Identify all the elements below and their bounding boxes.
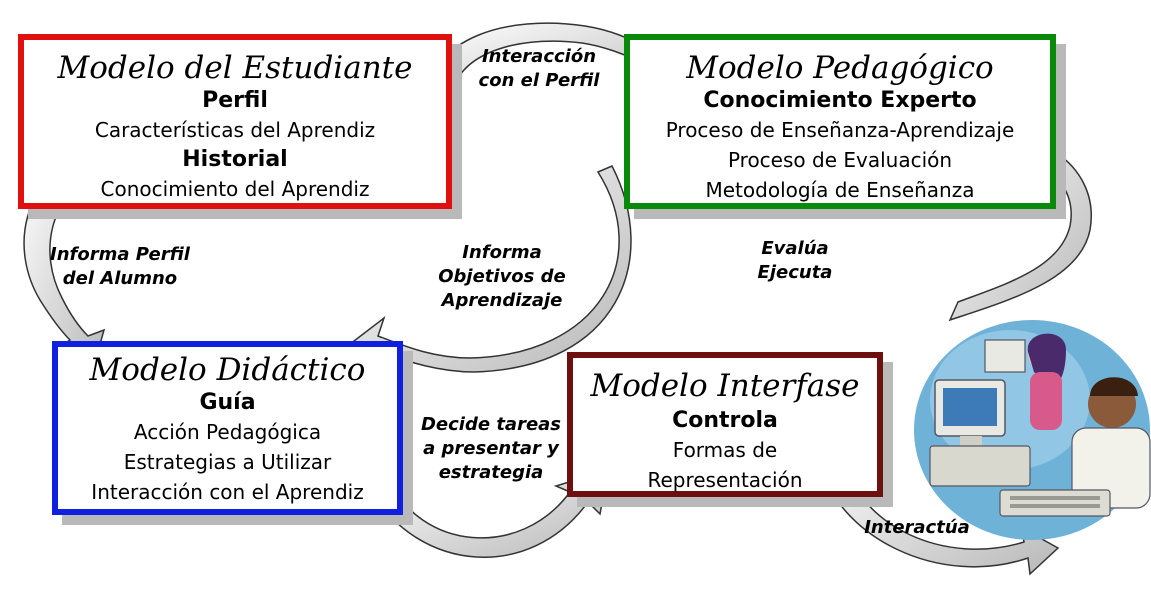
guia-heading: Guía bbox=[199, 390, 256, 415]
evaluacion-text: Proceso de Evaluación bbox=[727, 148, 953, 172]
modelo-pedagogico-title: Modelo Pedagógico bbox=[686, 50, 994, 86]
interactua-label-line: Interactúa bbox=[864, 517, 970, 538]
controla-heading: Controla bbox=[672, 408, 778, 433]
conocimiento-aprendiz-text: Conocimiento del Aprendiz bbox=[100, 177, 370, 201]
metodologia-text: Metodología de Enseñanza bbox=[705, 178, 975, 202]
interaccion-label-line: Interacción bbox=[481, 46, 597, 67]
informa-objetivos-label: Informa Objetivos de Aprendizaje bbox=[432, 241, 572, 313]
modelo-interfase-title: Modelo Interfase bbox=[590, 368, 860, 404]
caracteristicas-text: Características del Aprendiz bbox=[94, 118, 376, 142]
accion-pedagogica-text: Acción Pedagógica bbox=[133, 420, 322, 444]
modelo-didactico-box: Modelo Didáctico Guía Acción Pedagógica … bbox=[52, 341, 403, 515]
decide-label-line: estrategia bbox=[438, 462, 544, 483]
representacion-text: Representación bbox=[647, 468, 803, 492]
modelo-pedagogico-box: Modelo Pedagógico Conocimiento Experto P… bbox=[624, 34, 1056, 209]
interaccion-aprendiz-text: Interacción con el Aprendiz bbox=[91, 480, 364, 504]
informa-perfil-label-line: del Alumno bbox=[62, 268, 178, 289]
historial-heading: Historial bbox=[182, 147, 288, 172]
informa-perfil-label: Informa Perfil del Alumno bbox=[40, 243, 200, 291]
interaccion-label-line: con el Perfil bbox=[478, 70, 600, 91]
informa-perfil-label-line: Informa Perfil bbox=[50, 244, 190, 265]
estrategias-text: Estrategias a Utilizar bbox=[123, 450, 332, 474]
perfil-heading: Perfil bbox=[202, 88, 268, 113]
interaccion-perfil-label: Interacción con el Perfil bbox=[474, 45, 604, 93]
conocimiento-experto-heading: Conocimiento Experto bbox=[703, 88, 977, 113]
children-computer-clipart-icon bbox=[914, 320, 1151, 540]
decide-arrow bbox=[371, 468, 609, 558]
decide-label-line: Decide tareas bbox=[420, 414, 562, 435]
evalua-ejecuta-label: Evalúa Ejecuta bbox=[740, 237, 850, 285]
ensenanza-aprendizaje-text: Proceso de Enseñanza-Aprendizaje bbox=[665, 118, 1015, 142]
decide-label-line: a presentar y bbox=[423, 438, 559, 459]
informa-objetivos-label-line: Informa bbox=[462, 242, 542, 263]
modelo-estudiante-box: Modelo del Estudiante Perfil Característ… bbox=[18, 34, 452, 209]
decide-tareas-label: Decide tareas a presentar y estrategia bbox=[416, 413, 566, 485]
interactua-label: Interactúa bbox=[852, 516, 982, 540]
modelo-didactico-title: Modelo Didáctico bbox=[89, 352, 366, 388]
modelo-estudiante-title: Modelo del Estudiante bbox=[57, 50, 413, 86]
formas-text: Formas de bbox=[672, 438, 778, 462]
modelo-interfase-box: Modelo Interfase Controla Formas de Repr… bbox=[567, 352, 883, 497]
informa-objetivos-label-line: Objetivos de bbox=[438, 266, 566, 287]
evalua-label-line: Evalúa bbox=[761, 238, 829, 259]
informa-objetivos-label-line: Aprendizaje bbox=[441, 290, 563, 311]
evalua-label-line: Ejecuta bbox=[757, 262, 833, 283]
